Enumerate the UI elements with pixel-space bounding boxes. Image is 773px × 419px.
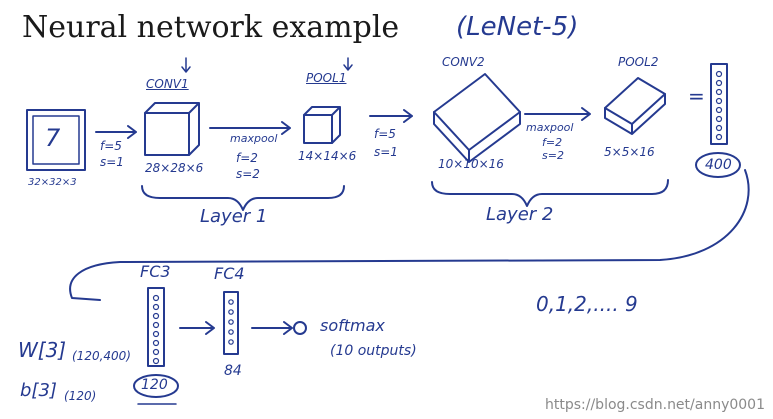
conv2-filter: f=5 — [374, 127, 396, 141]
flatten-size-circle — [695, 152, 741, 178]
layer2-label: Layer 2 — [486, 204, 554, 225]
fc3-bias-label: b[3] — [20, 380, 57, 401]
pool2-volume — [604, 77, 666, 135]
fc4-vector — [223, 291, 239, 355]
conv2-label: CONV2 — [442, 55, 485, 69]
flatten-size: 400 — [705, 157, 732, 173]
softmax-label: softmax — [320, 316, 385, 335]
input-image-box — [26, 109, 86, 171]
pool1-pointer-arrow — [343, 57, 353, 71]
fc3-weights-label: W[3] — [18, 338, 67, 362]
fc3-weights-shape: (120,400) — [72, 349, 131, 363]
input-size: 32×32×3 — [28, 177, 77, 188]
watermark-text: https://blog.csdn.net/anny0001 — [545, 397, 765, 413]
slide-subtitle: (LeNet-5) — [456, 12, 579, 42]
arrow-fc3-to-fc4 — [179, 321, 215, 335]
conv1-size: 28×28×6 — [145, 161, 204, 175]
flatten-equals: = — [688, 84, 705, 108]
output-classes: 0,1,2,.... 9 — [536, 292, 638, 316]
connector-to-fc3 — [69, 169, 750, 301]
input-image-inner-border — [32, 115, 80, 165]
arrow-pool1-to-conv2 — [369, 109, 413, 123]
softmax-detail: (10 outputs) — [330, 343, 417, 359]
conv2-size: 10×10×16 — [438, 157, 504, 171]
conv1-stride: s=1 — [100, 155, 124, 169]
arrow-conv2-to-pool2 — [524, 107, 591, 121]
layer2-brace — [431, 179, 669, 207]
pool1-volume — [303, 106, 341, 144]
fc3-label: FC3 — [140, 262, 171, 281]
pool1-op: maxpool — [230, 132, 278, 145]
pool2-stride: s=2 — [542, 149, 564, 162]
flattened-vector — [710, 63, 728, 145]
pool1-filter: f=2 — [236, 151, 258, 165]
input-digit: 7 — [45, 124, 61, 152]
pool2-op: maxpool — [526, 121, 574, 134]
arrow-input-to-conv1 — [95, 125, 137, 139]
conv1-volume — [144, 102, 200, 156]
arrow-fc4-to-output — [251, 321, 293, 335]
fc4-label: FC4 — [214, 264, 245, 283]
conv1-filter: f=5 — [100, 139, 122, 153]
layer1-label: Layer 1 — [200, 206, 268, 227]
output-node — [293, 321, 307, 335]
layer1-brace — [141, 185, 345, 211]
pool2-size: 5×5×16 — [604, 145, 655, 159]
slide-title: Neural network example — [22, 10, 400, 45]
pool1-size: 14×14×6 — [298, 149, 357, 163]
fc3-bias-shape: (120) — [64, 389, 97, 403]
conv2-stride: s=1 — [374, 145, 398, 159]
pool1-stride: s=2 — [236, 167, 260, 181]
pool2-label: POOL2 — [618, 55, 659, 69]
conv2-volume — [433, 73, 521, 163]
arrow-conv1-to-pool1 — [209, 121, 291, 135]
fc3-vector — [147, 287, 165, 367]
pool1-label: POOL1 — [306, 71, 347, 85]
pool2-filter: f=2 — [542, 136, 563, 149]
fc3-size-circle — [133, 374, 179, 398]
fc4-size: 84 — [224, 363, 242, 379]
conv1-label: CONV1 — [146, 77, 189, 91]
conv1-pointer-arrow — [181, 57, 191, 73]
fc3-size: 120 — [141, 377, 168, 393]
